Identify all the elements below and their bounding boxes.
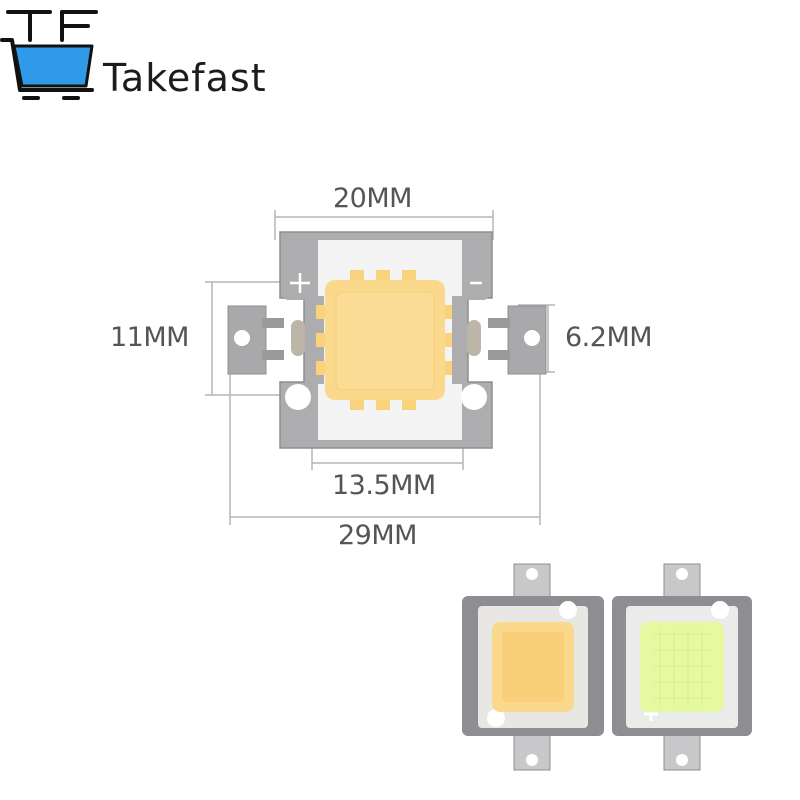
tf-monogram <box>6 10 98 42</box>
left-lead <box>227 305 284 375</box>
warm-white-led-chip-photo <box>462 563 604 771</box>
dimension-right-height: 6.2MM <box>565 322 653 353</box>
brand-name: Takefast <box>103 56 267 100</box>
dimension-overall-width: 29MM <box>338 520 417 551</box>
led-board <box>227 231 547 449</box>
right-lead <box>488 305 547 375</box>
brand-logo: TF <box>0 10 98 100</box>
dimension-inner-width: 13.5MM <box>332 470 436 501</box>
cool-chip-surface <box>640 622 724 712</box>
shopping-cart-icon <box>0 38 94 100</box>
cool-white-led-chip-photo <box>612 563 752 771</box>
dimension-left-height: 11MM <box>110 322 189 353</box>
dimension-top-width: 20MM <box>333 183 412 214</box>
